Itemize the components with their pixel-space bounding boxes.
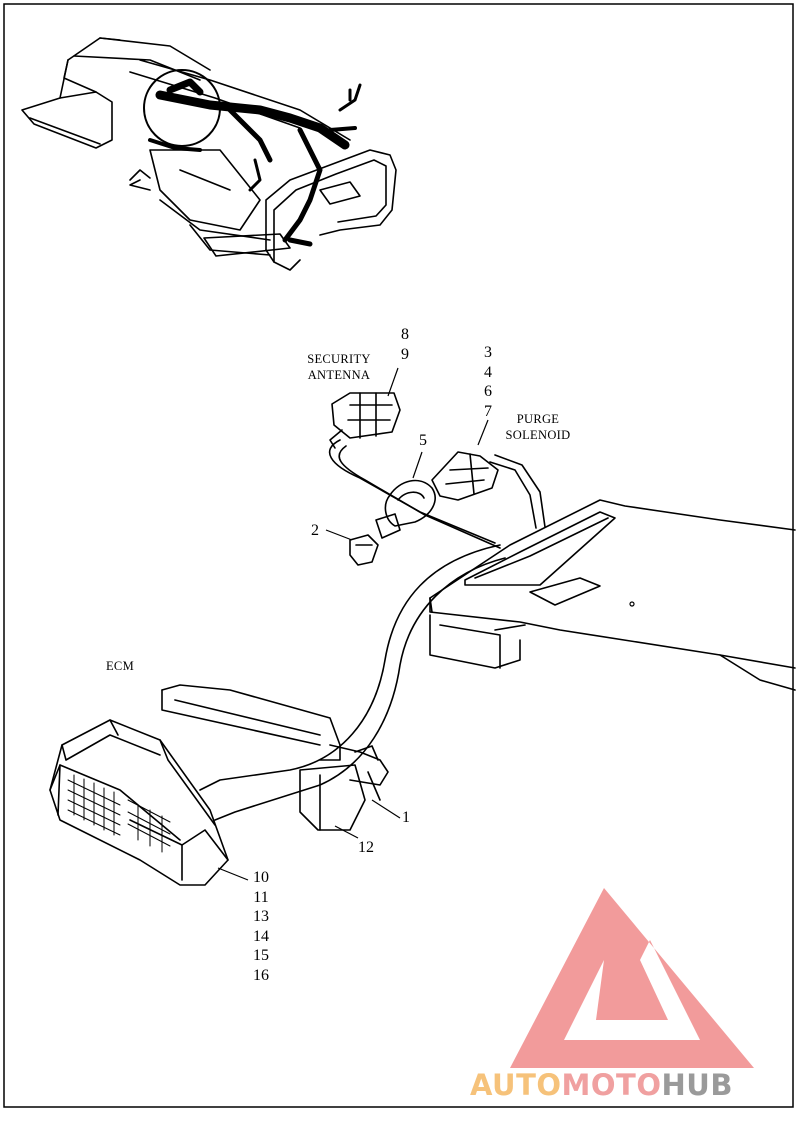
antenna-callout-numbers: 8 9 (393, 325, 417, 364)
callout-number: 10 (253, 869, 269, 886)
chassis-overview-drawing (21, 37, 397, 271)
security-antenna-label: SECURITY ANTENNA (300, 352, 378, 383)
purge-solenoid-line2: SOLENOID (505, 427, 571, 442)
callout-12: 12 (358, 839, 374, 856)
callout-number: 16 (253, 966, 269, 984)
callout-number: 7 (484, 402, 492, 420)
watermark-part-hub: HUB (661, 1068, 733, 1102)
leader-lines (217, 367, 489, 881)
leader-ecm (217, 867, 249, 881)
callout-number: 11 (253, 888, 269, 906)
callout-1: 1 (402, 809, 410, 826)
watermark-text: AUTOMOTOHUB (470, 1068, 733, 1102)
callout-2: 2 (311, 522, 319, 539)
purge-solenoid-line1: PURGE (516, 412, 560, 426)
callout-number: 6 (484, 383, 492, 400)
watermark-triangle (510, 888, 754, 1068)
callout-number: 4 (484, 363, 492, 381)
callout-number: 3 (484, 344, 492, 361)
watermark-part-moto: MOTO (561, 1068, 662, 1102)
watermark-part-auto: AUTO (470, 1068, 562, 1102)
leader-solenoid (477, 419, 489, 446)
callout-number: 9 (401, 345, 409, 363)
security-antenna-line2: ANTENNA (307, 367, 371, 382)
page-border (3, 3, 794, 1108)
solenoid-callout-numbers: 3 4 6 7 (476, 343, 500, 421)
callout-number: 13 (253, 908, 269, 925)
security-antenna-line1: SECURITY (307, 352, 371, 366)
leader-5 (412, 451, 423, 479)
ecm-label: ECM (106, 659, 134, 673)
callout-5: 5 (419, 432, 427, 449)
watermark-logo (510, 888, 754, 1068)
leader-12 (334, 825, 359, 839)
leader-2 (325, 529, 353, 541)
callout-number: 14 (253, 927, 269, 945)
purge-solenoid-label: PURGE SOLENOID (498, 412, 578, 443)
callout-number: 15 (253, 947, 269, 964)
leader-antenna (387, 367, 399, 397)
ecm-callout-numbers: 10 11 13 14 15 16 (249, 868, 273, 985)
harness-detail-drawing (49, 392, 796, 886)
leader-1 (371, 799, 401, 819)
callout-number: 8 (401, 326, 409, 343)
